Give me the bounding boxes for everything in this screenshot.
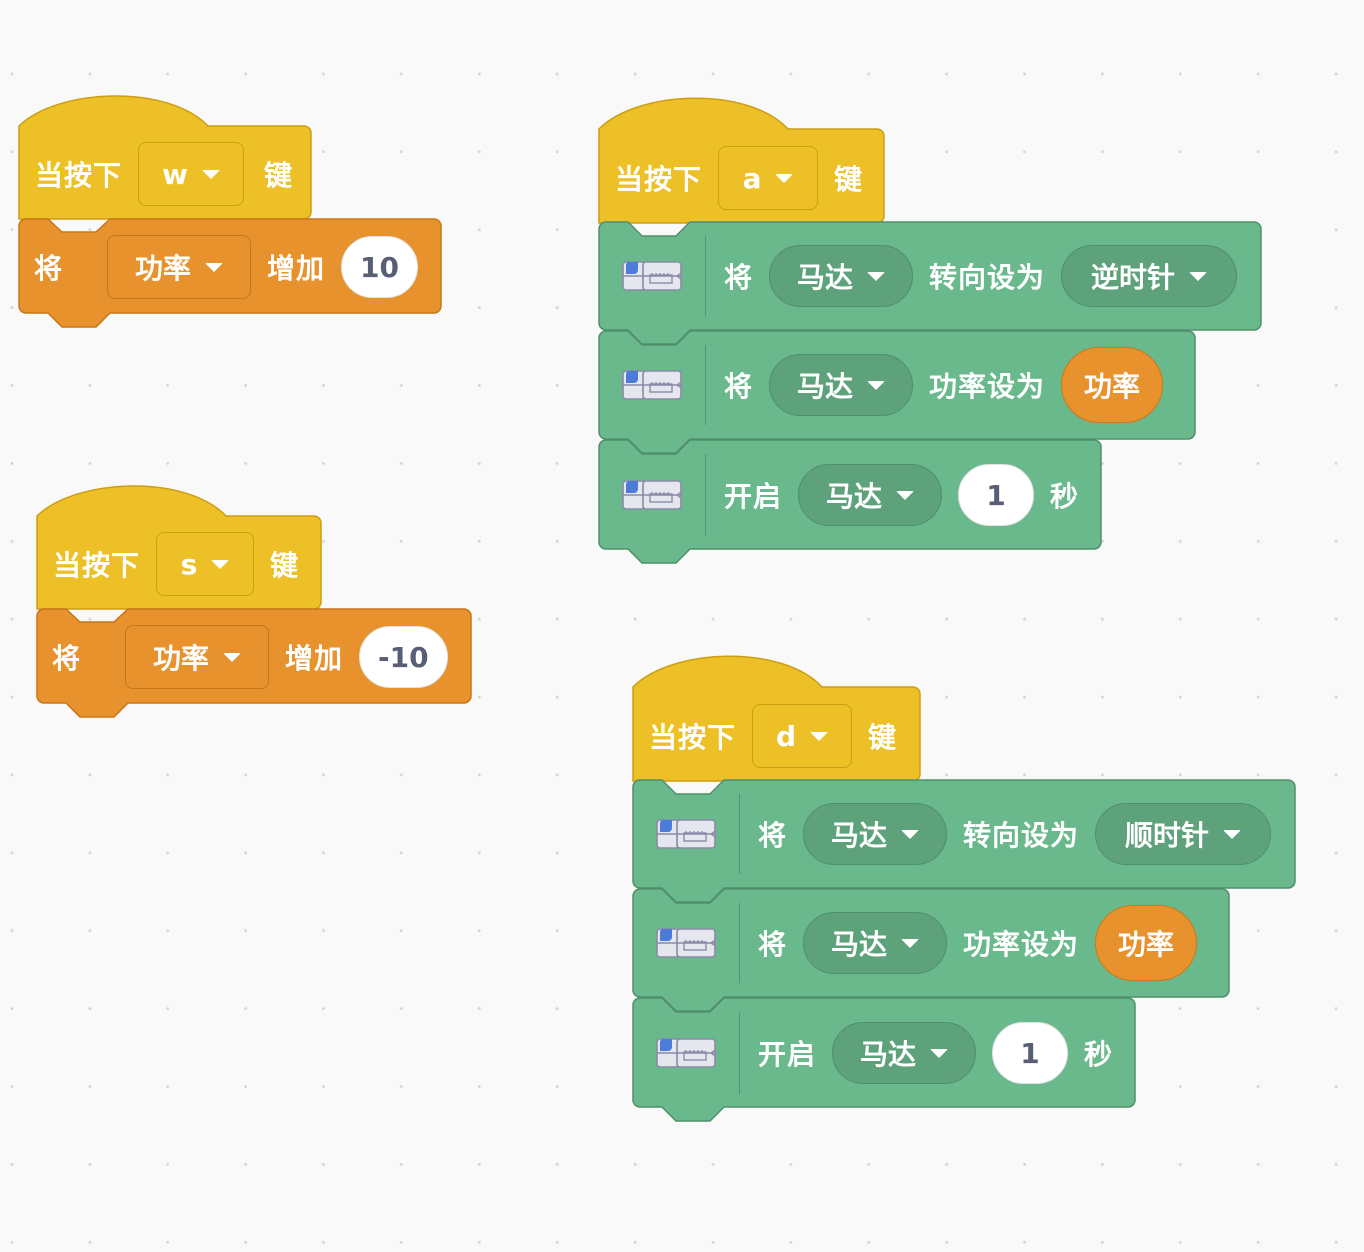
motor-dropdown[interactable]: 马达 (798, 464, 943, 526)
motor-on-label: 开启 (758, 1038, 817, 1071)
motor-name: 马达 (797, 370, 854, 403)
set-label: 将 (758, 928, 788, 961)
motor-extension-icon-slot (598, 222, 706, 330)
motor-dropdown[interactable]: 马达 (803, 912, 948, 974)
power-variable-reporter[interactable]: 功率 (1061, 347, 1164, 423)
duration-input[interactable]: 1 (958, 464, 1035, 526)
motor-name: 马达 (826, 480, 883, 513)
set-motor-direction-block[interactable]: 将 马达 转向设为 顺时针 (632, 779, 1298, 904)
chevron-down-icon (775, 173, 794, 183)
motor-extension-icon-slot (632, 889, 740, 997)
motor-extension-icon-slot (632, 780, 740, 888)
chevron-down-icon (867, 380, 886, 390)
direction-value: 逆时针 (1091, 261, 1176, 294)
chevron-down-icon (901, 829, 920, 839)
key-value: s (180, 547, 198, 581)
key-dropdown[interactable]: d (752, 704, 853, 768)
chevron-down-icon (867, 271, 886, 281)
change-by-label: 增加 (285, 642, 344, 675)
hat-prefix-label: 当按下 (649, 721, 737, 754)
seconds-unit-label: 秒 (1084, 1038, 1114, 1071)
when-key-pressed-hat-block[interactable]: 当按下 d 键 (632, 654, 922, 782)
set-motor-power-block[interactable]: 将 马达 功率设为 功率 (598, 330, 1198, 455)
direction-dropdown[interactable]: 顺时针 (1095, 803, 1272, 865)
motor-on-for-seconds-block[interactable]: 开启 马达 1 秒 (632, 997, 1138, 1122)
set-label: 将 (724, 370, 754, 403)
hat-suffix-label: 键 (270, 549, 300, 582)
change-variable-block[interactable]: 将 功率 增加 10 (18, 218, 443, 329)
power-action-label: 功率设为 (929, 370, 1046, 403)
chevron-down-icon (930, 1048, 949, 1058)
hat-prefix-label: 当按下 (615, 163, 703, 196)
direction-dropdown[interactable]: 逆时针 (1061, 245, 1238, 307)
hat-prefix-label: 当按下 (35, 159, 123, 192)
duration-input[interactable]: 1 (992, 1022, 1069, 1084)
chevron-down-icon (1189, 271, 1208, 281)
key-value: d (775, 719, 797, 753)
motor-icon (622, 261, 682, 291)
chevron-down-icon (810, 731, 829, 741)
set-label: 将 (758, 819, 788, 852)
set-motor-direction-block[interactable]: 将 马达 转向设为 逆时针 (598, 221, 1264, 346)
change-value-input[interactable]: -10 (359, 626, 448, 688)
set-motor-power-block[interactable]: 将 马达 功率设为 功率 (632, 888, 1232, 1013)
direction-action-label: 转向设为 (963, 819, 1080, 852)
key-dropdown[interactable]: s (156, 532, 255, 596)
key-value: a (742, 161, 762, 195)
motor-on-label: 开启 (724, 480, 783, 513)
motor-icon (622, 370, 682, 400)
change-by-label: 增加 (267, 252, 326, 285)
when-key-pressed-hat-block[interactable]: 当按下 a 键 (598, 96, 886, 224)
set-label: 将 (34, 252, 64, 285)
power-variable-reporter[interactable]: 功率 (1095, 905, 1198, 981)
set-label: 将 (724, 261, 754, 294)
direction-value: 顺时针 (1125, 819, 1210, 852)
chevron-down-icon (223, 652, 242, 662)
variable-dropdown[interactable]: 功率 (107, 235, 252, 299)
motor-name: 马达 (831, 819, 888, 852)
motor-extension-icon-slot (598, 440, 706, 550)
change-variable-block[interactable]: 将 功率 增加 -10 (36, 608, 473, 719)
when-key-pressed-hat-block[interactable]: 当按下 s 键 (36, 484, 322, 610)
hat-suffix-label: 键 (264, 159, 294, 192)
key-dropdown[interactable]: w (138, 142, 245, 206)
motor-icon (656, 928, 716, 958)
when-key-pressed-hat-block[interactable]: 当按下 w 键 (18, 94, 312, 220)
hat-prefix-label: 当按下 (53, 549, 141, 582)
key-value: w (162, 157, 188, 191)
motor-name: 马达 (860, 1038, 917, 1071)
motor-icon (656, 1038, 716, 1068)
variable-name: 功率 (153, 642, 210, 675)
chevron-down-icon (205, 262, 224, 272)
motor-icon (656, 819, 716, 849)
chevron-down-icon (901, 938, 920, 948)
motor-extension-icon-slot (598, 331, 706, 439)
motor-dropdown[interactable]: 马达 (803, 803, 948, 865)
motor-dropdown[interactable]: 马达 (769, 245, 914, 307)
change-value-input[interactable]: 10 (341, 236, 418, 298)
chevron-down-icon (201, 169, 220, 179)
motor-name: 马达 (797, 261, 854, 294)
motor-dropdown[interactable]: 马达 (769, 354, 914, 416)
motor-extension-icon-slot (632, 998, 740, 1108)
variable-dropdown[interactable]: 功率 (125, 625, 270, 689)
motor-name: 马达 (831, 928, 888, 961)
variable-name: 功率 (135, 252, 192, 285)
power-action-label: 功率设为 (963, 928, 1080, 961)
seconds-unit-label: 秒 (1050, 480, 1080, 513)
chevron-down-icon (896, 490, 915, 500)
direction-action-label: 转向设为 (929, 261, 1046, 294)
hat-suffix-label: 键 (868, 721, 898, 754)
key-dropdown[interactable]: a (718, 146, 819, 210)
chevron-down-icon (211, 559, 230, 569)
motor-on-for-seconds-block[interactable]: 开启 马达 1 秒 (598, 439, 1104, 564)
set-label: 将 (52, 642, 82, 675)
chevron-down-icon (1223, 829, 1242, 839)
hat-suffix-label: 键 (834, 163, 864, 196)
motor-dropdown[interactable]: 马达 (832, 1022, 977, 1084)
motor-icon (622, 480, 682, 510)
